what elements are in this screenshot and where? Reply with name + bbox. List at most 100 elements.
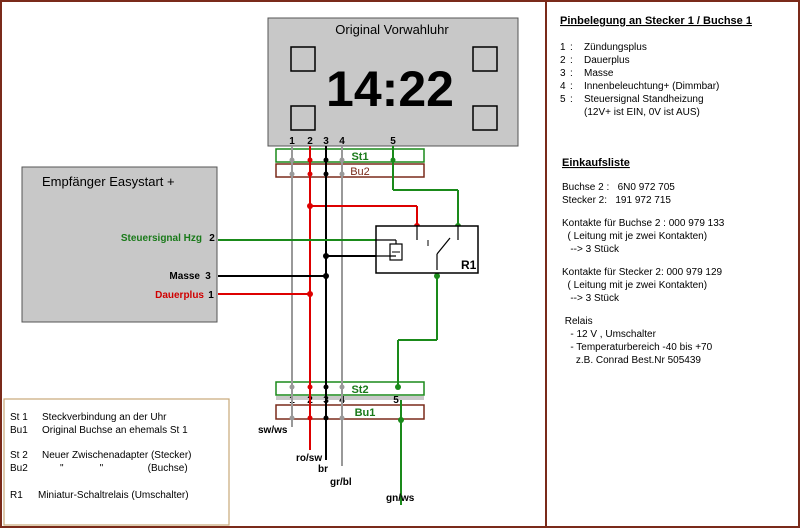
connector-pin-dots [289,157,396,421]
pin-row-text: Dauerplus [584,55,630,66]
junction-black-receiver [323,273,329,279]
side-panel: Pinbelegung an Stecker 1 / Buchse 1 1 : … [560,15,752,366]
wire-red-group [218,146,420,450]
legend-text-bu1: Original Buchse an ehemals St 1 [42,425,188,436]
connector-st2 [275,381,425,396]
connector-bu1-label: Bu1 [355,407,376,419]
legend-text-r1: Miniatur-Schaltrelais (Umschalter) [38,490,189,501]
shop-line: Kontakte für Buchse 2 : 000 979 133 [562,218,725,229]
legend-text-bu2: " " (Buchse) [60,463,188,474]
receiver-signal-label: Steuersignal Hzg [121,233,202,244]
pin-row-num: 2 [560,55,566,66]
connector-st1-label: St1 [351,151,368,163]
wire-label-br: br [318,464,328,475]
wire-label-ro-sw: ro/sw [296,453,322,464]
bottom-pin-5: 5 [393,395,399,406]
clock-pin-2: 2 [307,136,313,147]
pin-dot [323,384,329,390]
pin-row-text: Innenbeleuchtung+ (Dimmbar) [584,81,719,92]
pin-row-num: 1 [560,42,566,53]
connector-bu1 [275,404,425,420]
pin-row-num: 4 [560,81,566,92]
legend-code-bu1: Bu1 [10,425,28,436]
receiver-title: Empfänger Easystart + [42,174,175,189]
receiver-pin-2: 2 [209,233,215,244]
pin-row-sep: : [570,55,573,66]
connector-st2-label: St2 [351,384,368,396]
legend-code-r1: R1 [10,490,23,501]
legend-code-st2: St 2 [10,450,28,461]
clock-button-top-left [290,46,316,72]
legend-box [3,398,230,526]
receiver-dauerplus-label: Dauerplus [155,290,204,301]
pin-dot [289,171,295,177]
right-frame [545,0,800,528]
clock-button-bottom-right [472,105,498,131]
shop-line: - Temperaturbereich -40 bis +70 [562,342,713,353]
relay-label: R1 [461,258,477,272]
relay-switch-arm [436,237,451,255]
connector-separator [276,396,424,400]
pin-row-sep: : [570,81,573,92]
pin-dot [289,157,295,163]
pin-dot [323,415,329,421]
wire-green-group [218,146,461,505]
pin-row-num: 3 [560,68,566,79]
pin-dot [307,157,313,163]
receiver-masse-label: Masse [169,271,200,282]
clock-pin-3: 3 [323,136,329,147]
pin-header: Pinbelegung an Stecker 1 / Buchse 1 [560,15,752,27]
junction-red-top [307,203,313,209]
pin-dot [289,384,295,390]
receiver-box [21,166,218,323]
clock-pin-1: 1 [289,136,295,147]
receiver-pin-1: 1 [208,290,214,301]
connector-bu2-label: Bu2 [350,166,370,178]
connector-st1 [275,148,425,163]
clock-pin-4: 4 [339,136,345,147]
junction-green-relay-out [434,273,440,279]
pin-dot [323,171,329,177]
receiver-pin-3: 3 [205,271,211,282]
pin-dot [307,171,313,177]
pin-dot [339,384,345,390]
pin-row-sep: : [570,94,573,105]
pin-dot [323,157,329,163]
connector-bu2 [275,163,425,178]
clock-button-top-right [472,46,498,72]
relay-r1: R1 [375,225,479,274]
legend-text-st1: Steckverbindung an der Uhr [42,412,167,423]
clock-box [267,17,519,147]
pin-dot [339,157,345,163]
pin-dot [307,384,313,390]
wire-label-gr-bl: gr/bl [330,477,352,488]
pin-row-text: Zündungsplus [584,42,647,53]
pin-dot [390,157,396,163]
shop-line: ( Leitung mit je zwei Kontakten) [562,231,707,242]
wire-gray-group [291,146,343,466]
junction-green-bu1 [398,417,404,423]
legend-code-bu2: Bu2 [10,463,28,474]
clock-title: Original Vorwahluhr [335,22,449,37]
pin-note: (12V+ ist EIN, 0V ist AUS) [584,107,700,118]
wire-label-sw-ws: sw/ws [258,425,288,436]
pin-dot [339,415,345,421]
pin-dot [339,171,345,177]
shop-line: --> 3 Stück [562,293,620,304]
pin-row-sep: : [570,42,573,53]
shop-header: Einkaufsliste [562,157,630,169]
clock-time: 14:22 [326,61,454,117]
shop-line: --> 3 Stück [562,244,620,255]
shop-line: z.B. Conrad Best.Nr 505439 [562,355,701,366]
shop-line: Relais [562,316,593,327]
legend-text-st2: Neuer Zwischenadapter (Stecker) [42,450,192,461]
junction-green-st2 [395,384,401,390]
shop-line: Stecker 2: 191 972 715 [562,195,671,206]
wire-black-group [218,146,376,460]
shop-line: Kontakte für Stecker 2: 000 979 129 [562,267,723,278]
clock-button-bottom-left [290,105,316,131]
pin-row-sep: : [570,68,573,79]
pin-dot [307,415,313,421]
